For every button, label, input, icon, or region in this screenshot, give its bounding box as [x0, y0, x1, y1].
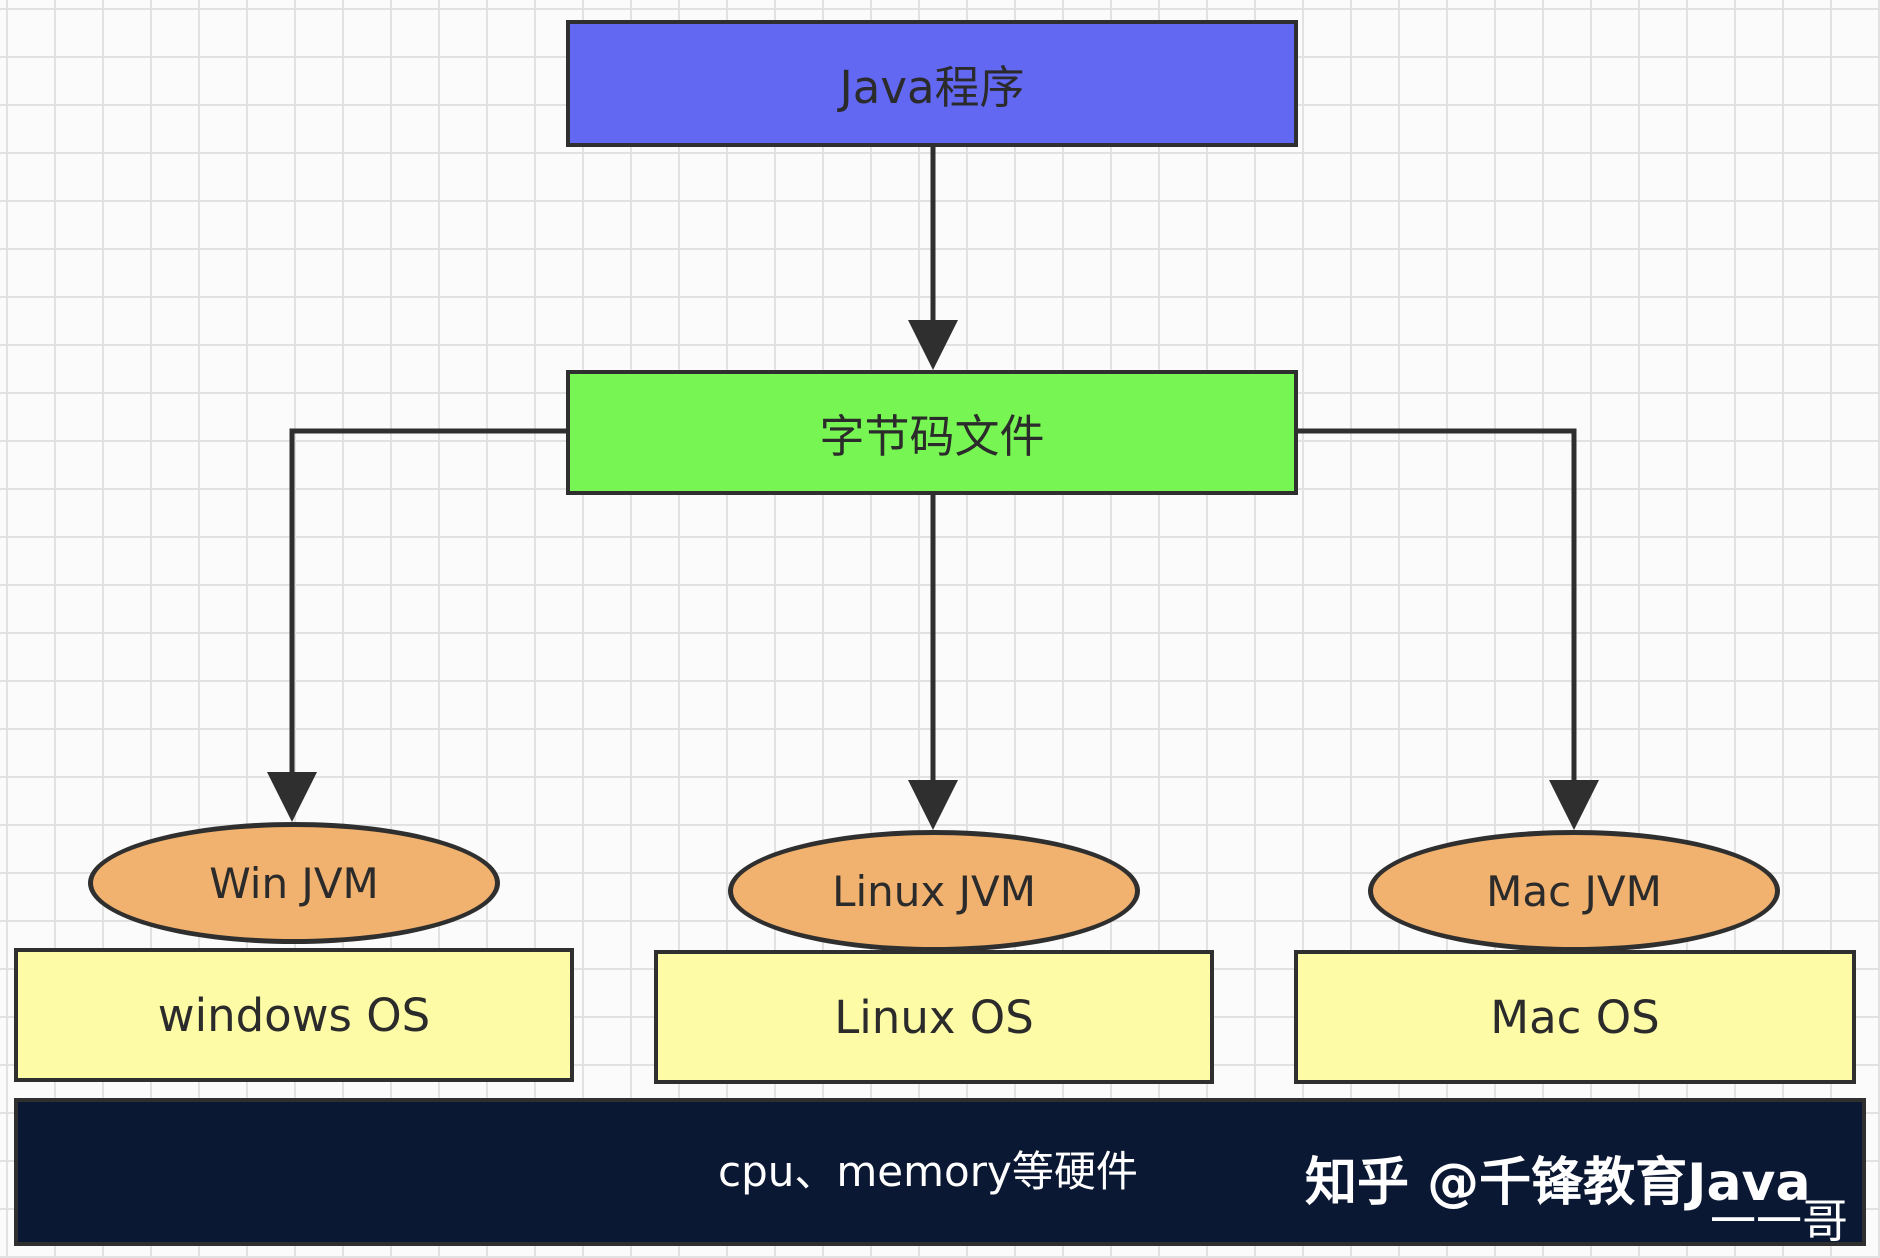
edge-bytecode-to-win-jvm [267, 428, 566, 822]
mac-jvm-label: Mac JVM [1486, 866, 1662, 916]
windows-os-node: windows OS [14, 948, 574, 1082]
linux-os-label: Linux OS [834, 990, 1034, 1044]
java-program-node: Java程序 [566, 20, 1298, 147]
linux-jvm-node: Linux JVM [728, 830, 1140, 952]
bytecode-node: 字节码文件 [566, 370, 1298, 495]
mac-jvm-node: Mac JVM [1368, 830, 1780, 952]
bytecode-label: 字节码文件 [819, 410, 1045, 463]
java-program-label: Java程序 [839, 61, 1025, 114]
windows-os-label: windows OS [157, 988, 431, 1042]
watermark-tail-text: 一一哥 [1710, 1194, 1848, 1248]
linux-jvm-label: Linux JVM [832, 866, 1036, 916]
edge-bytecode-to-mac-jvm [1298, 428, 1599, 830]
hardware-node: cpu、memory等硬件 [14, 1098, 1866, 1246]
linux-os-node: Linux OS [654, 950, 1214, 1084]
mac-os-node: Mac OS [1294, 950, 1856, 1084]
mac-os-label: Mac OS [1490, 990, 1660, 1044]
win-jvm-label: Win JVM [209, 858, 379, 908]
win-jvm-node: Win JVM [88, 822, 500, 944]
hardware-label: cpu、memory等硬件 [718, 1147, 1138, 1196]
watermark-text: 知乎 @千锋教育Java [1305, 1153, 1811, 1213]
